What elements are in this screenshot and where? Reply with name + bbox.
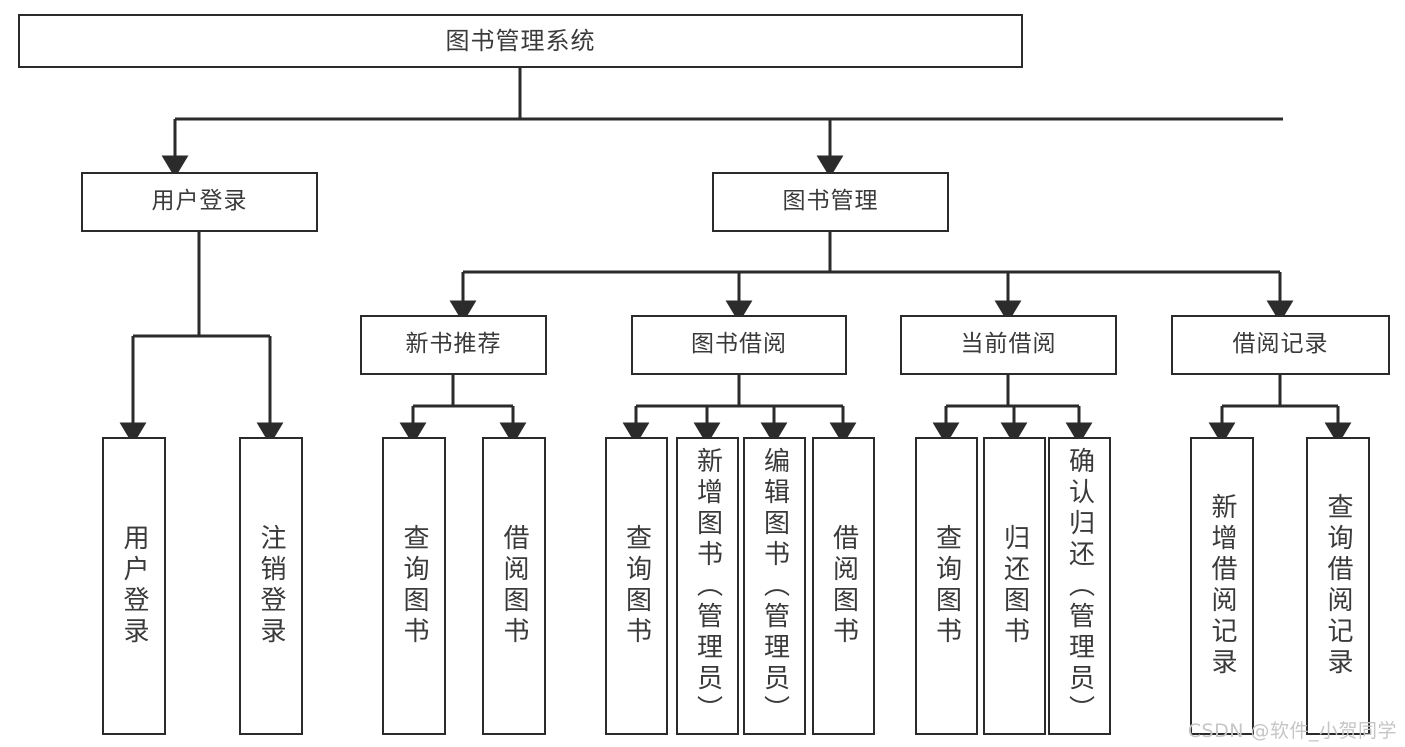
leaf-add-book-admin[interactable]: 新增图书（管理员） (676, 437, 739, 735)
node-book-borrow[interactable]: 图书借阅 (631, 315, 847, 375)
leaf-query-book-borrow[interactable]: 查询图书 (605, 437, 668, 735)
node-label: 确认归还（管理员） (1064, 446, 1095, 726)
node-label: 图书借阅 (691, 331, 787, 358)
leaf-borrow-book-recommend[interactable]: 借阅图书 (482, 437, 546, 735)
node-label: 查询图书 (931, 524, 962, 648)
leaf-user-login[interactable]: 用户登录 (102, 437, 166, 735)
leaf-logout-login[interactable]: 注销登录 (239, 437, 303, 735)
leaf-query-book-recommend[interactable]: 查询图书 (382, 437, 446, 735)
node-label: 借阅图书 (499, 524, 529, 648)
node-label: 查询图书 (399, 524, 429, 648)
leaf-confirm-return-admin[interactable]: 确认归还（管理员） (1048, 437, 1111, 735)
node-label: 当前借阅 (960, 331, 1057, 358)
leaf-query-book-current[interactable]: 查询图书 (915, 437, 978, 735)
leaf-return-book[interactable]: 归还图书 (983, 437, 1046, 735)
node-label: 编辑图书（管理员） (759, 446, 790, 726)
node-label: 归还图书 (999, 524, 1030, 648)
node-label: 查询借阅记录 (1323, 493, 1353, 679)
node-label: 注销登录 (256, 524, 286, 648)
node-label: 新增借阅记录 (1207, 493, 1237, 679)
node-book-management[interactable]: 图书管理 (712, 172, 949, 232)
node-user-login[interactable]: 用户登录 (81, 172, 318, 232)
node-label: 图书管理 (782, 188, 879, 215)
leaf-add-borrow-record[interactable]: 新增借阅记录 (1190, 437, 1254, 735)
leaf-borrow-book[interactable]: 借阅图书 (812, 437, 875, 735)
leaf-query-borrow-record[interactable]: 查询借阅记录 (1306, 437, 1370, 735)
node-label: 图书管理系统 (445, 26, 596, 55)
node-label: 新书推荐 (405, 331, 502, 358)
node-label: 用户登录 (119, 524, 149, 648)
node-label: 借阅图书 (828, 524, 859, 648)
node-new-book-recommend[interactable]: 新书推荐 (360, 315, 547, 375)
node-label: 查询图书 (621, 524, 652, 648)
node-label: 借阅记录 (1232, 331, 1329, 358)
watermark-text: CSDN @软件_小贺同学 (1187, 720, 1397, 742)
node-borrow-record[interactable]: 借阅记录 (1171, 315, 1390, 375)
node-label: 用户登录 (151, 188, 248, 215)
node-current-borrow[interactable]: 当前借阅 (900, 315, 1117, 375)
leaf-edit-book-admin[interactable]: 编辑图书（管理员） (743, 437, 806, 735)
node-root-book-management-system[interactable]: 图书管理系统 (18, 14, 1023, 68)
node-label: 新增图书（管理员） (692, 446, 723, 726)
